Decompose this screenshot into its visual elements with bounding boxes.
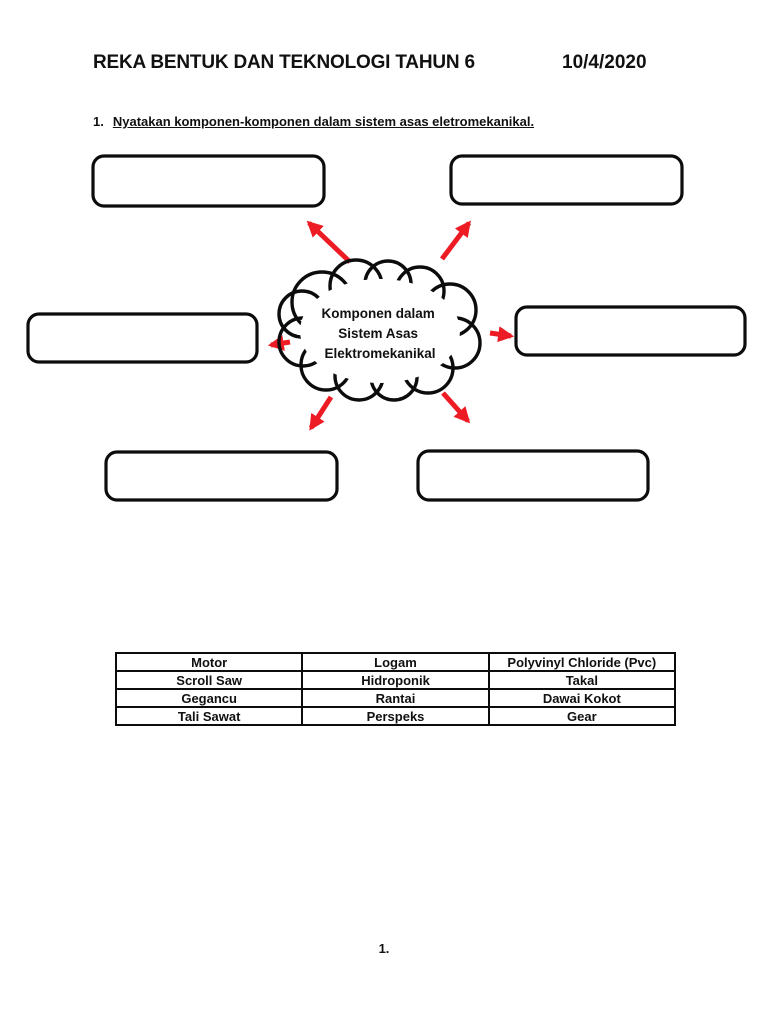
table-cell: Gear <box>487 706 677 726</box>
answer-box-top-right <box>449 154 684 206</box>
document-date: 10/4/2020 <box>562 52 647 73</box>
table-row: Motor Logam Polyvinyl Chloride (Pvc) <box>114 652 677 672</box>
arrow-to-bottom-right-box <box>441 391 471 424</box>
table-cell: Motor <box>114 652 304 672</box>
cloud-label: Komponen dalam Sistem Asas Elektromekani… <box>321 306 438 361</box>
answer-box-top-left <box>91 154 326 208</box>
table-row: Tali Sawat Perspeks Gear <box>114 706 677 726</box>
page-number: 1. <box>378 941 390 956</box>
mindmap-diagram: Komponen dalam Sistem Asas Elektromekani… <box>26 154 747 502</box>
question-number: 1. <box>93 114 104 129</box>
arrow-to-bottom-left-box <box>308 395 334 431</box>
table-row: Scroll Saw Hidroponik Takal <box>114 670 677 690</box>
table-cell: Takal <box>487 670 677 690</box>
table-cell: Gegancu <box>114 688 304 708</box>
table-cell: Hidroponik <box>301 670 490 690</box>
table-cell: Tali Sawat <box>114 706 304 726</box>
table-cell: Rantai <box>301 688 490 708</box>
table-cell: Polyvinyl Chloride (Pvc) <box>487 652 677 672</box>
table-cell: Logam <box>301 652 490 672</box>
answer-box-mid-right <box>514 305 747 357</box>
arrow-to-top-left-box <box>306 220 352 264</box>
word-bank-table: Motor Logam Polyvinyl Chloride (Pvc) Scr… <box>114 652 677 726</box>
document-title: REKA BENTUK DAN TEKNOLOGI TAHUN 6 <box>93 52 475 73</box>
table-cell: Dawai Kokot <box>487 688 677 708</box>
question-text: Nyatakan komponen-komponen dalam sistem … <box>112 114 535 129</box>
answer-box-bottom-left <box>104 450 339 502</box>
question-1: 1. Nyatakan komponen-komponen dalam siste… <box>93 114 534 129</box>
arrow-to-top-right-box <box>440 220 471 261</box>
answer-box-bottom-right <box>416 449 650 502</box>
table-cell: Perspeks <box>301 706 490 726</box>
table-row: Gegancu Rantai Dawai Kokot <box>114 688 677 708</box>
cloud-shape <box>277 258 482 402</box>
answer-box-mid-left <box>26 312 259 364</box>
arrow-to-mid-right-box <box>489 326 515 343</box>
table-cell: Scroll Saw <box>114 670 304 690</box>
